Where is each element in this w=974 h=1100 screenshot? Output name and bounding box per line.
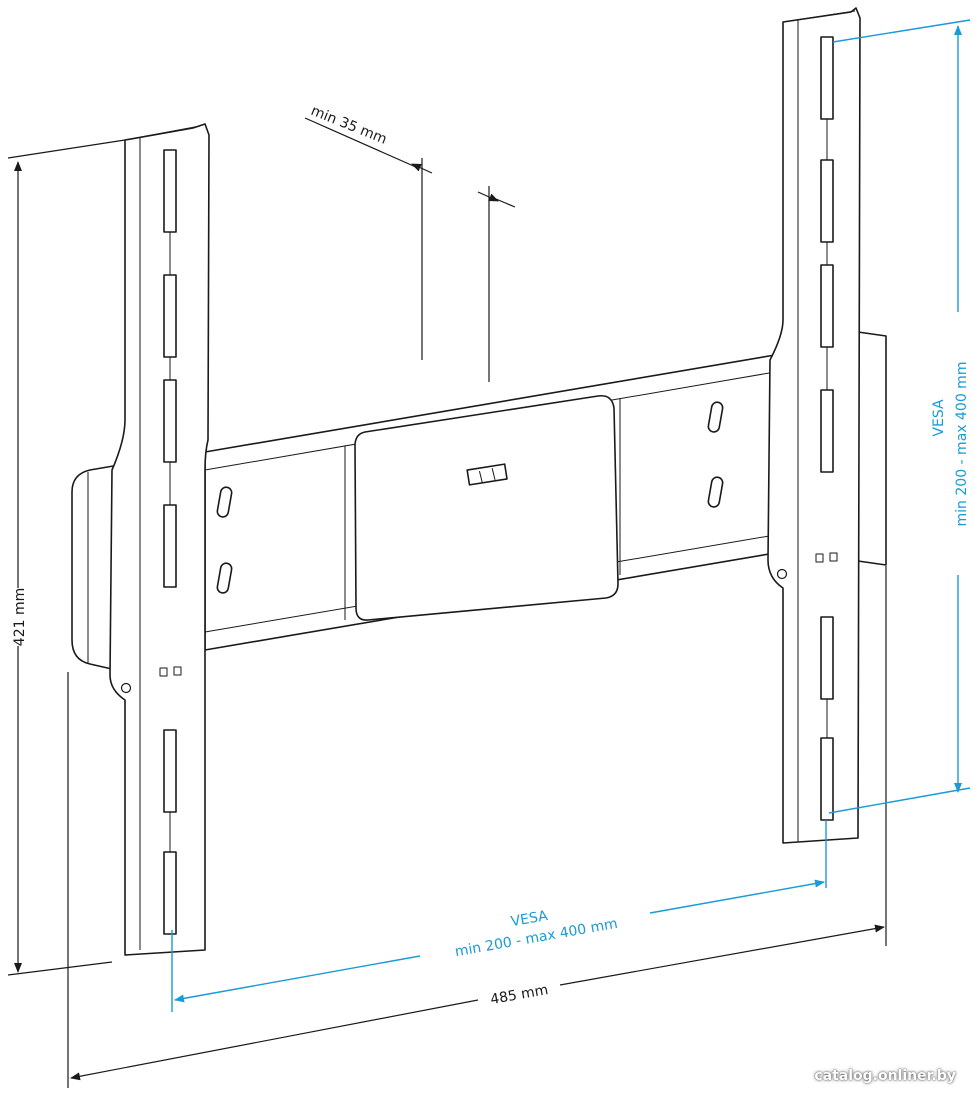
right-side-tab <box>857 331 887 566</box>
right-vertical-arm <box>767 7 861 844</box>
left-arm-slots <box>120 149 182 935</box>
vesa-vertical-dimension <box>828 19 971 814</box>
wall-plate-slots <box>216 401 724 594</box>
vesa-vertical-title: VESA <box>931 399 947 437</box>
width-dimension <box>67 566 887 1088</box>
depth-dimension <box>304 117 516 382</box>
center-cover-plate <box>354 394 619 621</box>
spirit-level-icon <box>466 463 508 486</box>
height-label: 421 mm <box>12 588 28 646</box>
left-vertical-arm <box>109 123 210 956</box>
vesa-vertical-range: min 200 - max 400 mm <box>954 362 970 527</box>
right-arm-slots <box>776 36 838 821</box>
vesa-horizontal-dimension <box>171 820 827 1012</box>
vesa-horizontal-title: VESA <box>510 908 550 930</box>
height-dimension <box>7 139 126 976</box>
width-label: 485 mm <box>489 982 549 1008</box>
watermark: catalog.onliner.by <box>814 1068 956 1084</box>
